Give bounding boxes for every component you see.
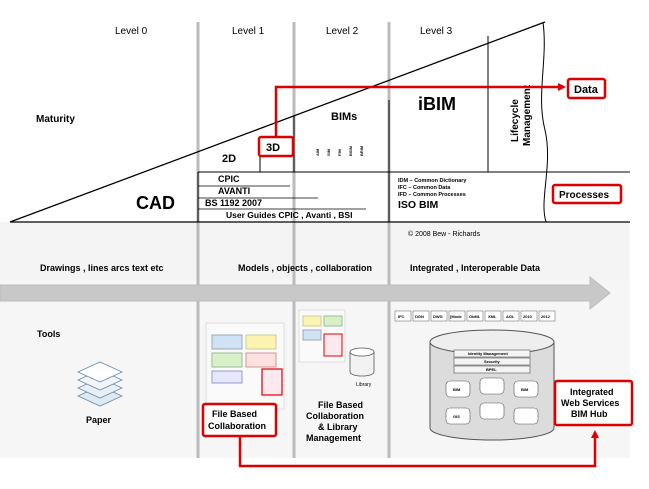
band-upper [0,222,630,279]
file-collab-lib-line4: Management [306,433,361,443]
ifd-line: IFD – Common Processes [398,192,466,198]
data-callout-label: Data [574,84,599,96]
box-3d-label: 3D [266,142,280,154]
std-user-guides: User Guides CPIC , Avanti , BSI [226,210,352,220]
hub-callout-box [553,379,634,427]
bims-sub-bsim: BSIM [348,145,353,156]
paper-label: Paper [86,415,112,425]
level-2-label: Level 2 [326,26,359,37]
svg-text:2012: 2012 [541,314,551,319]
hub-bar-identity: Identity Management [468,351,508,356]
copyright-text: © 2008 Bew - Richards [408,230,481,238]
processes-callout-box [551,183,623,205]
svg-text:DGN: DGN [415,314,424,319]
hub-bar-security: Security [484,359,501,364]
paper-stack-icon [77,361,123,407]
bims-sub-fim: FIM [337,148,342,156]
svg-text:BIM: BIM [453,387,461,392]
maturity-label: Maturity [36,114,75,125]
row-label-models: Models , objects , collaboration [238,263,372,273]
bims-vertical-labels: AIM SIM FIM BSIM BRIM [315,145,364,156]
lifecycle-label-1: Lifecycle [510,99,521,142]
processes-callout-label: Processes [559,190,609,201]
tools-label: Tools [37,329,60,339]
std-cpic: CPIC [218,174,240,184]
level-3-label: Level 3 [420,26,453,37]
svg-text:AGL: AGL [506,314,515,319]
std-avanti: AVANTI [218,186,250,196]
svg-text:XML: XML [488,314,497,319]
bims-title: BIMs [331,111,357,123]
cad-label: CAD [136,193,175,213]
file-collab-line1: File Based [212,409,257,419]
std-bs1192: BS 1192 2007 [205,198,262,208]
row-label-integrated: Integrated , Interoperable Data [410,263,541,273]
hub-callout-line3: BIM Hub [571,409,608,419]
torn-edge [541,21,549,223]
bims-sub-aim: AIM [315,148,320,156]
ifc-line: IFC – Common Data [398,185,451,191]
progress-arrow [0,275,611,311]
level-0-label: Level 0 [115,26,148,37]
iso-bim-label: ISO BIM [398,199,439,211]
svg-text:IFC: IFC [398,314,405,319]
hub-callout-line2: Web Services [561,398,619,408]
file-collab-lib-line3: & Library [318,422,358,432]
library-thumbnail [298,309,375,377]
svg-text:DWG: DWG [433,314,443,319]
bims-sub-sim: SIM [326,148,331,156]
arrow-3d-to-data [274,83,566,137]
lifecycle-label-2: Management [522,84,533,146]
bims-sub-brim: BRIM [359,145,364,156]
hub-bar-bpel: BPEL [486,367,497,372]
svg-text:GIS: GIS [453,414,460,419]
file-collab-thumbnail [205,322,285,410]
file-collab-lib-line1: File Based [318,400,363,410]
level-1-label: Level 1 [232,26,265,37]
data-callout-box [566,77,607,100]
svg-text:GbML: GbML [469,314,481,319]
arrow-collab-to-hub [238,430,599,468]
file-collab-line2: Collaboration [208,421,266,431]
row-label-drawings: Drawings , lines arcs text etc [40,263,164,273]
ibim-label: iBIM [418,94,456,114]
hub-callout-line1: Integrated [570,387,614,397]
svg-text:2010: 2010 [523,314,533,319]
file-collab-lib-line2: Collaboration [306,411,364,421]
format-chips: IFC DGN DWG [Mode GbML XML AGL 2010 2012 [394,310,556,322]
svg-text:BIM: BIM [521,387,529,392]
box-2d-label: 2D [222,153,236,165]
idm-line: IDM – Common Dictionary [398,178,467,184]
svg-text:[Mode: [Mode [450,314,463,319]
library-label: Library [356,382,372,388]
maturity-diagonal [9,21,546,223]
bim-hub-database-icon: Identity Management Security BPEL BIM BI… [429,329,555,441]
